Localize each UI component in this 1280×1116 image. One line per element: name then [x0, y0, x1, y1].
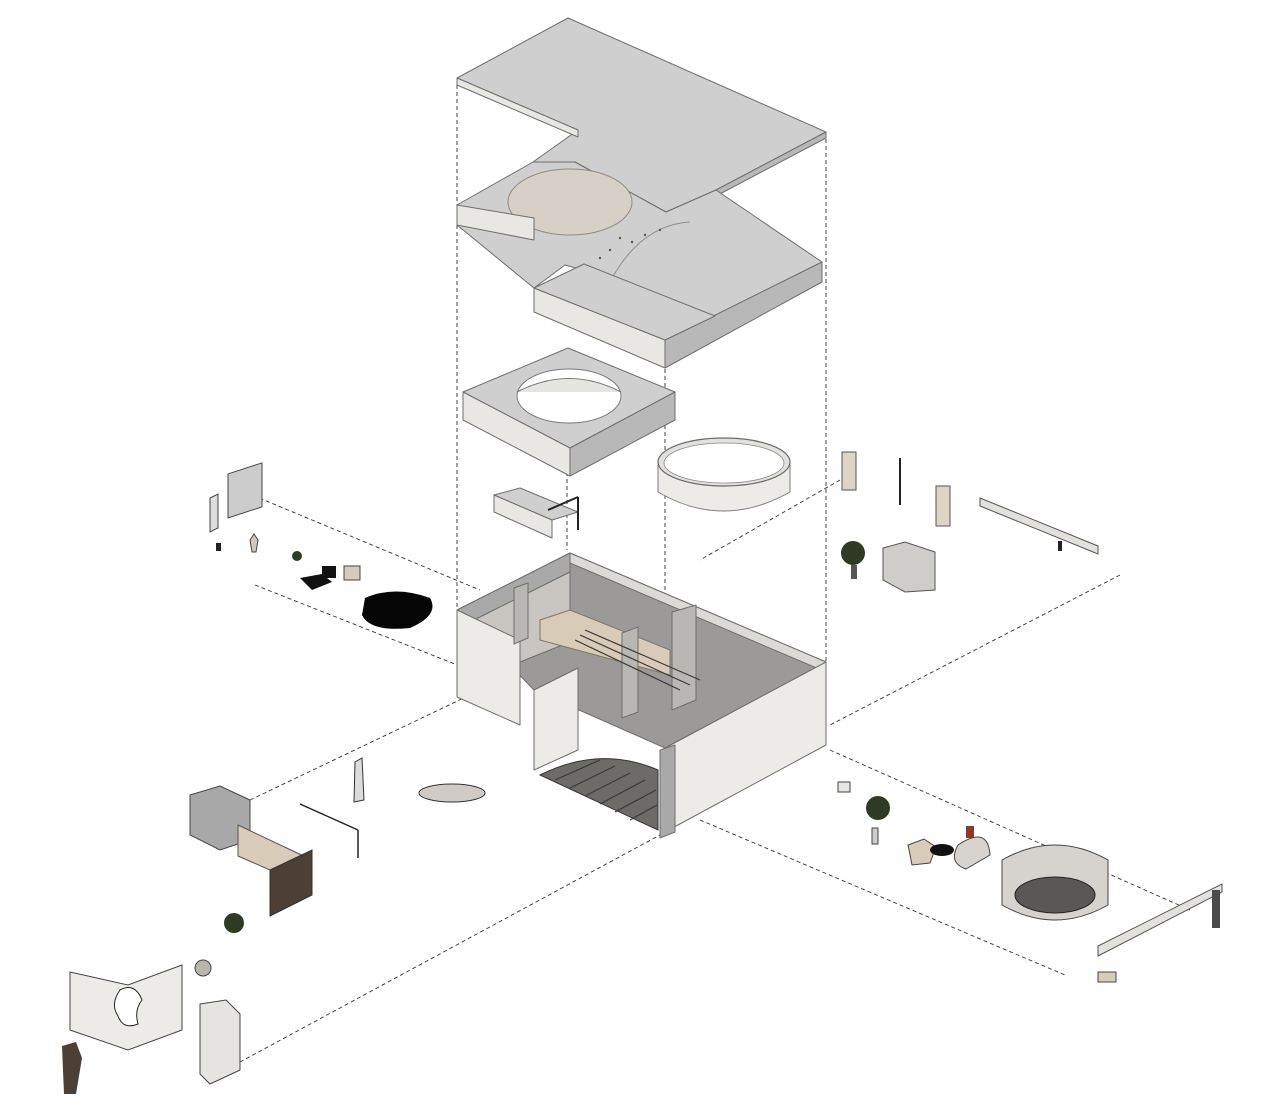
curved-panel	[199, 999, 241, 1085]
front-left-group	[62, 757, 486, 1094]
rail-bracket	[1058, 541, 1062, 551]
floor-grate-zone	[538, 758, 659, 831]
front-hanging-rail	[1097, 883, 1223, 957]
small-lamp	[216, 543, 221, 551]
column-center	[621, 626, 639, 719]
front-right-group	[837, 781, 1223, 983]
black-lounger	[300, 574, 332, 590]
drum-hollow	[663, 442, 785, 484]
guide-left-lower	[254, 584, 471, 671]
tall-plinth	[841, 451, 857, 491]
front-corner-pilaster	[659, 744, 676, 839]
oval-platform	[418, 783, 486, 803]
vase-figure	[966, 826, 974, 838]
black-rug	[362, 591, 433, 629]
ceiling-edge-left	[456, 204, 535, 241]
pendant-box	[837, 781, 851, 793]
guide-left-upper	[239, 489, 481, 591]
stone-seat	[907, 838, 937, 866]
hanging-rail	[979, 497, 1099, 555]
ring-slab	[462, 347, 676, 477]
guide-front-right-lower	[699, 819, 1066, 976]
front-left-wall	[456, 609, 521, 726]
left-furniture-group	[209, 462, 433, 629]
wall-screen	[227, 462, 263, 519]
curved-sofa	[953, 836, 991, 870]
small-plant	[292, 551, 302, 561]
rail-end-post	[1212, 890, 1220, 928]
sculpture	[62, 1042, 82, 1094]
round-ornament	[194, 959, 212, 977]
ceiling-drop-top	[533, 263, 716, 341]
ceiling-circular-opening	[507, 168, 633, 236]
back-grate-strip	[574, 629, 701, 691]
black-side-table	[930, 844, 954, 856]
pod-grated-floor	[1014, 876, 1096, 914]
roof-edge-left	[456, 77, 579, 138]
wood-counter-front	[269, 849, 313, 917]
lintel-side	[493, 494, 553, 539]
ceiling-slab	[456, 161, 823, 369]
entry-partition	[533, 667, 579, 771]
front-rack-rail	[299, 803, 359, 831]
black-chair	[322, 566, 336, 578]
right-furniture-group	[841, 451, 1099, 593]
garment-form	[249, 533, 259, 553]
floor-mirror	[353, 757, 365, 803]
guide-front-right-upper	[829, 749, 1191, 911]
stone-stool	[343, 565, 361, 581]
ceiling-edge-right	[664, 261, 823, 369]
roof-slab	[456, 17, 827, 213]
guide-right-upper	[699, 479, 841, 561]
guide-front-left-lower	[239, 834, 661, 1063]
tree-plant	[866, 796, 890, 820]
guide-right-lower	[829, 574, 1121, 726]
guide-front-left-upper	[249, 694, 471, 801]
ring-inner-wall	[516, 378, 622, 393]
ceiling-light-dots	[598, 228, 662, 260]
cylinder-drum	[657, 437, 791, 512]
ring-slab-opening	[516, 368, 622, 424]
shelving-unit	[882, 541, 936, 593]
plant-pot	[851, 565, 857, 579]
display-plinth	[935, 485, 951, 527]
standing-sign	[209, 493, 219, 533]
floor-grate-lines	[554, 759, 658, 821]
column-left	[513, 582, 529, 645]
fern-plant	[224, 913, 244, 933]
ceiling-arc-line	[609, 221, 691, 283]
ring-slab-right	[569, 391, 676, 477]
small-bench	[1097, 971, 1117, 983]
room-shell	[456, 552, 827, 839]
wall-cutout	[114, 987, 143, 1027]
potted-plant	[841, 541, 865, 565]
lintel-bracket-arm	[547, 496, 579, 511]
lintel-beam	[493, 487, 579, 539]
tree-pot	[871, 827, 879, 845]
column-right	[671, 604, 697, 711]
